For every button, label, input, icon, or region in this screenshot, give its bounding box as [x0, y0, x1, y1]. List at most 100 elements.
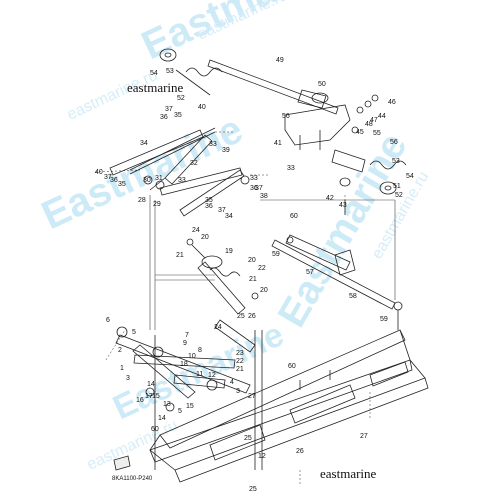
- part-number: 56: [390, 139, 398, 146]
- slide-rail-frame: [149, 329, 429, 483]
- part-number: 35: [174, 112, 182, 119]
- part-number: 36: [250, 185, 258, 192]
- part-number: 7: [185, 332, 189, 339]
- part-number: 39: [222, 147, 230, 154]
- part-number: 20: [248, 257, 256, 264]
- part-number: 24: [214, 324, 222, 331]
- part-number: 36: [205, 203, 213, 210]
- part-number: 60: [151, 426, 159, 433]
- part-number: 19: [225, 248, 233, 255]
- part-number: 35: [205, 197, 213, 204]
- upper-shaft: [207, 59, 339, 115]
- part-number: 58: [349, 293, 357, 300]
- part-number: 33: [287, 165, 295, 172]
- yamaha-badge-icon: [113, 455, 131, 471]
- part-number: 41: [274, 140, 282, 147]
- brand-label-bottom: eastmarine: [320, 466, 377, 481]
- stabilizer-rod: [271, 234, 403, 330]
- part-number: 20: [201, 234, 209, 241]
- part-number: 48: [365, 121, 373, 128]
- part-number: 15: [152, 393, 160, 400]
- part-number: 27: [360, 433, 368, 440]
- part-number: 21: [176, 252, 184, 259]
- part-number: 6: [106, 317, 110, 324]
- part-number: 14: [147, 381, 155, 388]
- part-number: 59: [272, 251, 280, 258]
- part-number: 22: [258, 265, 266, 272]
- upper-arm-link: [109, 129, 250, 217]
- part-number: 5: [132, 329, 136, 336]
- part-number: 27: [248, 393, 256, 400]
- dashed-leaders: [94, 131, 371, 485]
- part-number: 52: [177, 95, 185, 102]
- part-number: 57: [306, 269, 314, 276]
- part-number: 54: [150, 70, 158, 77]
- part-number: 12: [208, 372, 216, 379]
- part-number: 55: [373, 130, 381, 137]
- part-number: 3: [126, 375, 130, 382]
- part-number-labels: 53 54 52 49 50 46 40 37 35 36 56 41 47 4…: [95, 57, 414, 493]
- part-number: 36: [110, 177, 118, 184]
- part-number: 60: [288, 363, 296, 370]
- part-number: 37: [104, 174, 112, 181]
- part-number: 37: [255, 185, 263, 192]
- part-number: 53: [166, 68, 174, 75]
- part-number: 8: [198, 347, 202, 354]
- part-number: 60: [290, 213, 298, 220]
- part-number: 59: [380, 316, 388, 323]
- part-number: 32: [190, 160, 198, 167]
- part-number: 51: [393, 183, 401, 190]
- part-number: 1: [120, 365, 124, 372]
- part-number: 30: [143, 177, 151, 184]
- part-number: 34: [140, 140, 148, 147]
- part-number: 11: [196, 371, 203, 378]
- part-number: 29: [153, 201, 161, 208]
- part-number: 46: [388, 99, 396, 106]
- part-number: 53: [392, 158, 400, 165]
- front-shock-absorber: [129, 127, 216, 191]
- part-number: 25: [244, 435, 252, 442]
- part-number: 47: [370, 117, 378, 124]
- part-number: 5: [178, 408, 182, 415]
- frame-guide-lines: [149, 195, 396, 330]
- brand-label-top: eastmarine: [127, 80, 184, 95]
- part-number: 28: [138, 197, 146, 204]
- part-number: 33: [209, 141, 217, 148]
- part-number: 31: [155, 175, 163, 182]
- part-number: 33: [250, 175, 258, 182]
- part-number: 16: [136, 397, 144, 404]
- part-number: 13: [163, 401, 171, 408]
- part-number: 37: [218, 207, 226, 214]
- part-number: 44: [378, 113, 386, 120]
- part-number: 9: [183, 340, 187, 347]
- part-number: 26: [248, 313, 256, 320]
- upper-right-bracket: [284, 94, 379, 150]
- part-number: 22: [236, 358, 244, 365]
- part-number: 33: [178, 177, 186, 184]
- diagram-code: 8KA1100-P240: [112, 476, 153, 482]
- part-number: 38: [260, 193, 268, 200]
- part-number: 34: [225, 213, 233, 220]
- part-number: 10: [188, 353, 196, 360]
- rear-shock-absorber: [186, 238, 259, 315]
- part-number: 43: [339, 202, 347, 209]
- part-number: 4: [230, 379, 234, 386]
- part-number: 45: [356, 129, 364, 136]
- part-number: 21: [236, 366, 244, 373]
- part-number: 40: [95, 169, 103, 176]
- part-number: 20: [260, 287, 268, 294]
- part-number: 17: [145, 393, 153, 400]
- part-number: 35: [118, 181, 126, 188]
- part-number: 37: [165, 106, 173, 113]
- part-number: 26: [296, 448, 304, 455]
- part-number: 50: [318, 81, 326, 88]
- part-number: 49: [276, 57, 284, 64]
- part-number: 23: [236, 350, 244, 357]
- part-number: 18: [180, 361, 188, 368]
- part-number: 3: [236, 388, 240, 395]
- rear-suspension-arms: [115, 319, 263, 470]
- part-number: 54: [406, 173, 414, 180]
- part-number: 14: [158, 415, 166, 422]
